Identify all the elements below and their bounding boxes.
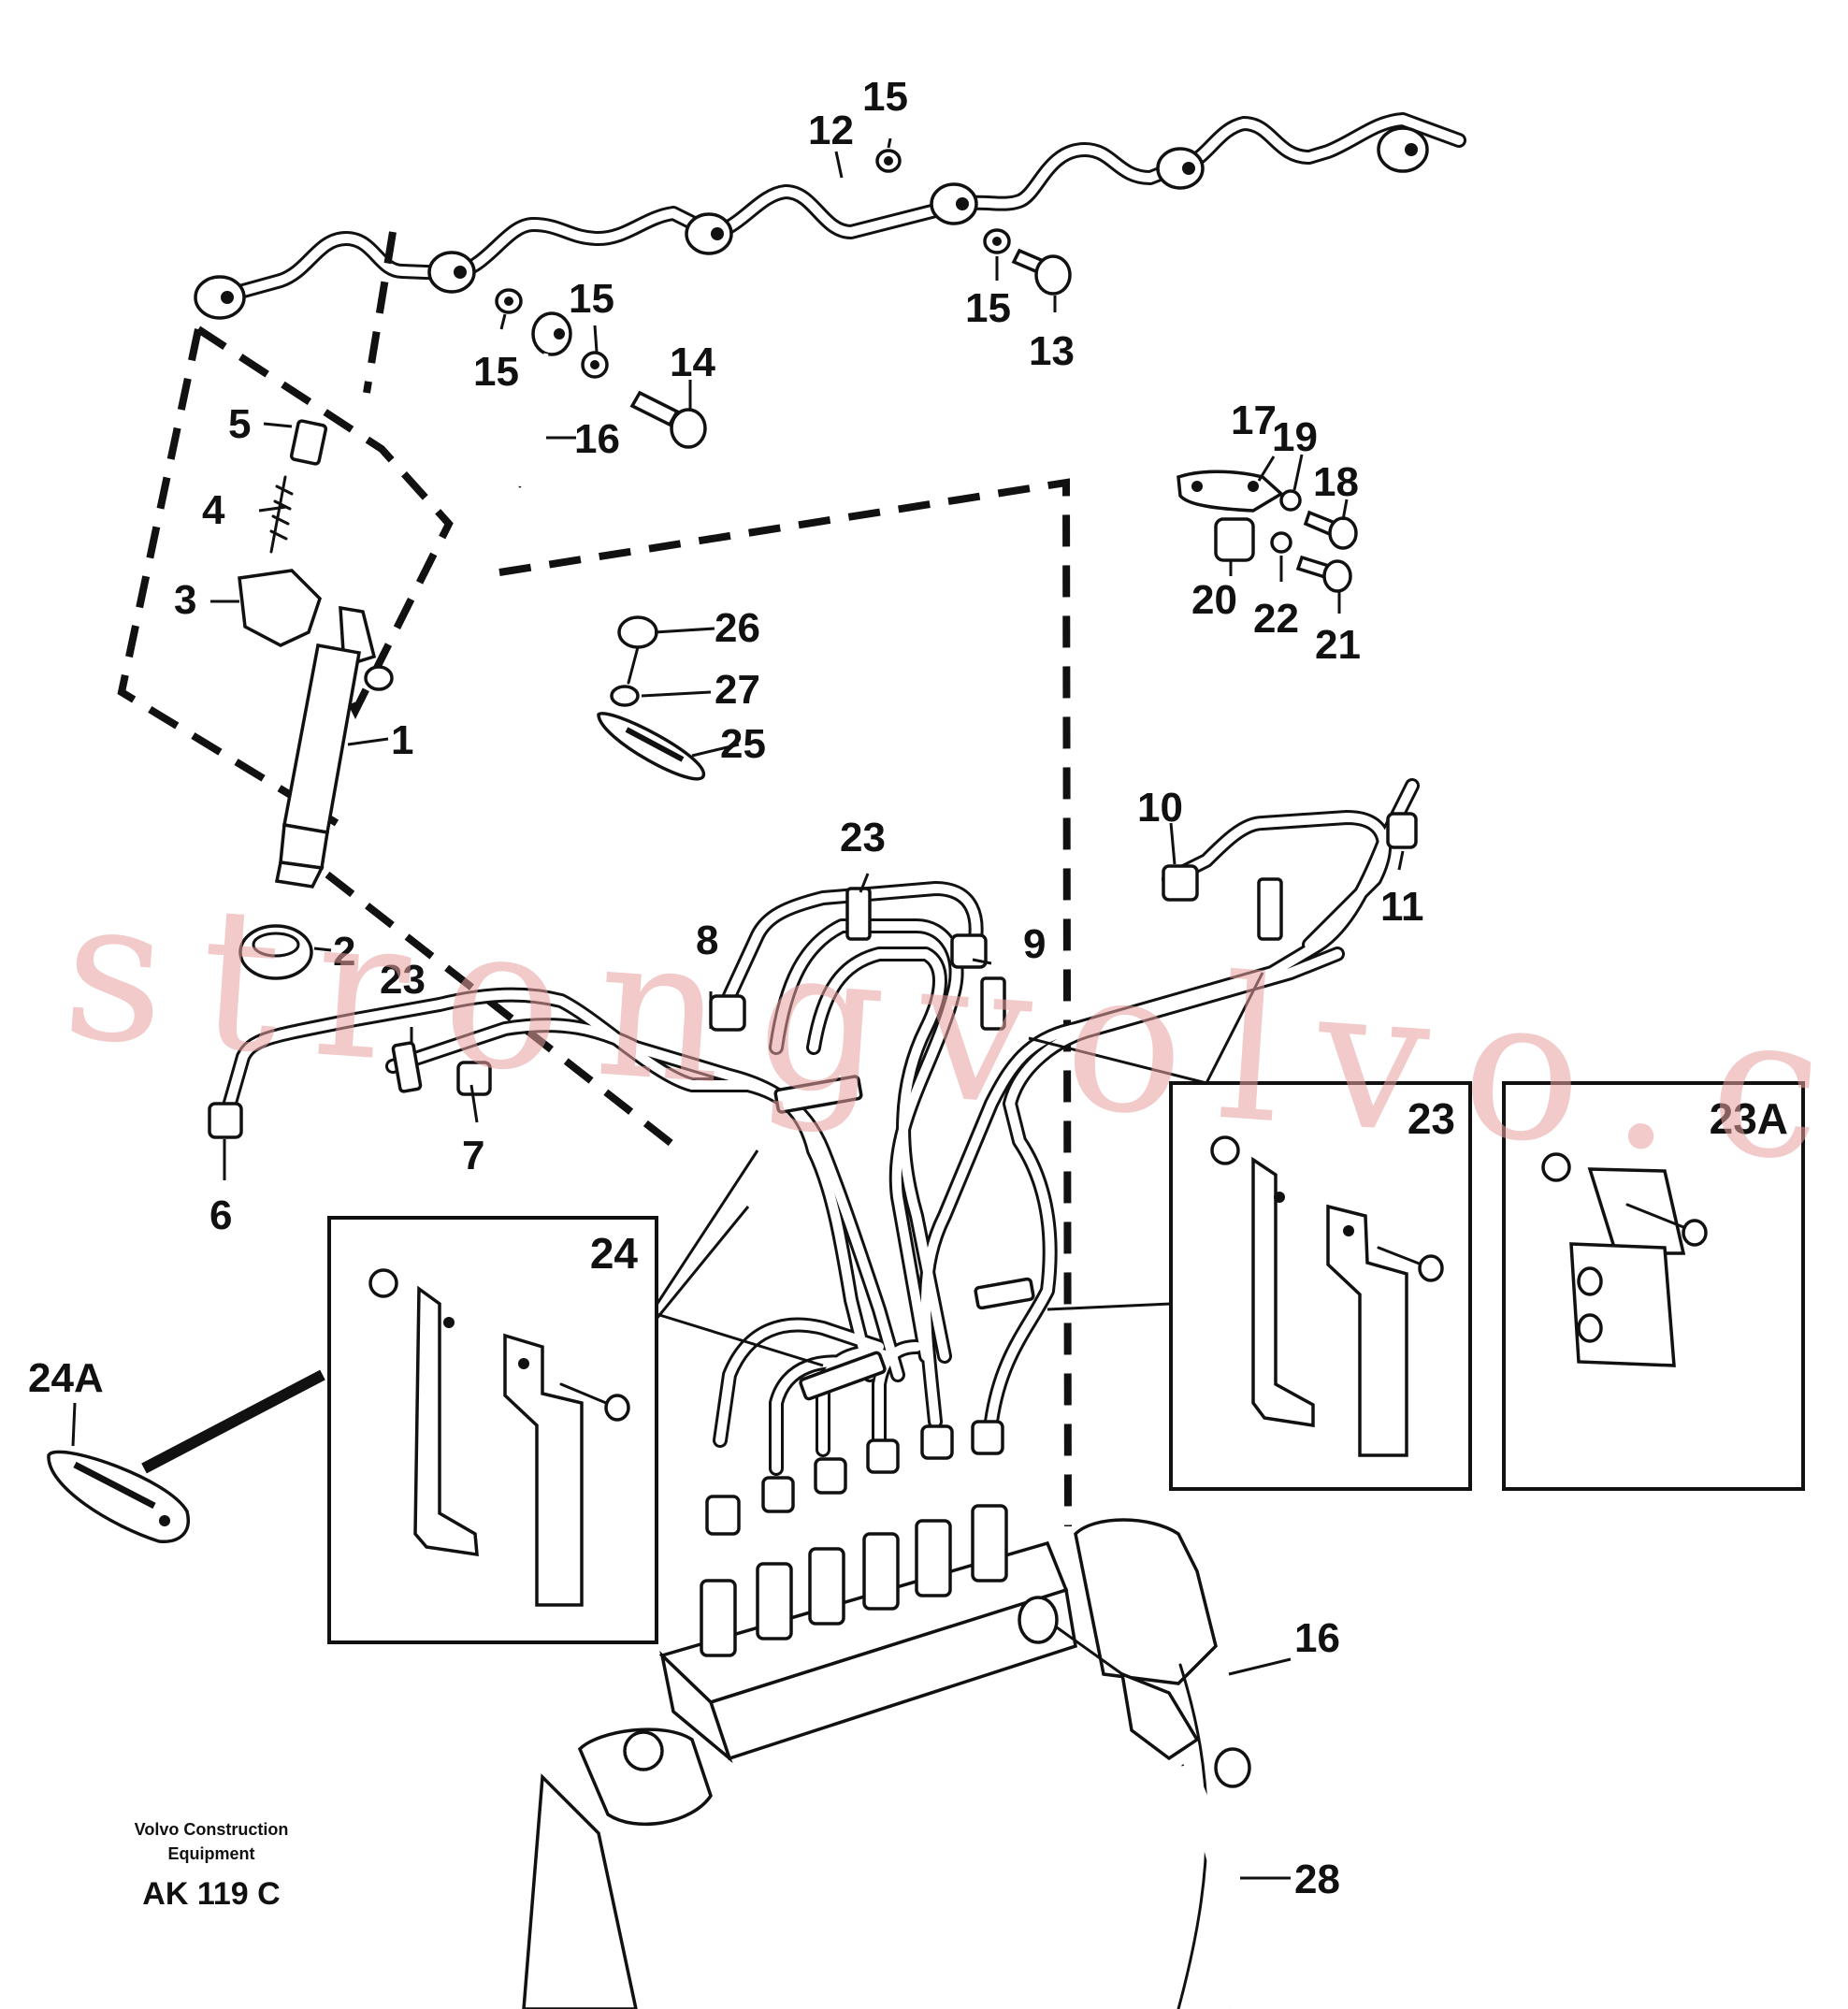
part-label-14: 14 bbox=[670, 340, 715, 385]
part-label-8: 8 bbox=[696, 918, 718, 963]
part-label-15-top: 15 bbox=[862, 74, 908, 120]
overflow-valve bbox=[1055, 1626, 1251, 2009]
pipe-clamp bbox=[974, 1277, 1035, 1310]
delivery-pipes bbox=[208, 778, 1420, 1536]
injection-pump bbox=[522, 1504, 1218, 2009]
pipe-clamp bbox=[773, 1075, 863, 1114]
pipe-nut bbox=[1386, 812, 1418, 849]
return-pipe bbox=[194, 112, 1466, 488]
inset-24-label: 24 bbox=[590, 1229, 639, 1278]
footer: Volvo Construction Equipment AK 119 C bbox=[135, 1820, 289, 1912]
inset-23-label: 23 bbox=[1408, 1094, 1455, 1143]
washer bbox=[875, 149, 902, 173]
part-label-18: 18 bbox=[1313, 459, 1359, 505]
washer bbox=[581, 351, 609, 379]
banjo-fitting bbox=[427, 251, 476, 294]
pipe-nut bbox=[814, 1457, 847, 1495]
banjo-fitting bbox=[1156, 147, 1205, 190]
pipe-nut bbox=[1162, 864, 1199, 902]
part-label-6: 6 bbox=[209, 1192, 232, 1238]
part-label-19: 19 bbox=[1272, 414, 1318, 460]
part-label-3: 3 bbox=[174, 577, 196, 623]
pipe-clamp bbox=[980, 976, 1006, 1031]
pipe-clamp bbox=[845, 887, 872, 941]
part-label-15-mid: 15 bbox=[569, 276, 614, 322]
part-label-20: 20 bbox=[1191, 577, 1237, 623]
leader-lines bbox=[210, 137, 1405, 1880]
part-label-2: 2 bbox=[333, 929, 355, 975]
part-label-12: 12 bbox=[808, 108, 854, 153]
washer bbox=[983, 228, 1011, 254]
banjo-fitting bbox=[685, 212, 733, 255]
inset-24: 24 bbox=[327, 1216, 658, 1644]
inset-23: 23 bbox=[1028, 972, 1472, 1491]
washer bbox=[495, 288, 523, 314]
pipe-clamp bbox=[391, 1041, 423, 1093]
part-label-27: 27 bbox=[715, 667, 760, 713]
part-label-16-bottom: 16 bbox=[1294, 1615, 1340, 1661]
part-label-1: 1 bbox=[391, 717, 413, 763]
part-label-13: 13 bbox=[1029, 328, 1075, 374]
banjo-fitting bbox=[194, 275, 246, 320]
part-label-23-left: 23 bbox=[380, 957, 426, 1003]
part-label-15-right: 15 bbox=[965, 285, 1011, 331]
injector-callout-frame bbox=[117, 231, 1072, 1527]
drawing-code: AK 119 C bbox=[142, 1876, 280, 1912]
part-label-21: 21 bbox=[1315, 622, 1361, 668]
pipe-nut bbox=[208, 1102, 243, 1139]
banjo-fitting bbox=[531, 311, 572, 356]
pipe-nut bbox=[761, 1476, 795, 1513]
part-label-25: 25 bbox=[720, 721, 766, 767]
company-subname: Equipment bbox=[168, 1844, 255, 1863]
pipe-nut bbox=[971, 1420, 1004, 1455]
hollow-screw bbox=[1011, 248, 1072, 296]
inset-24-leader bbox=[141, 1149, 824, 1474]
clamp-plate-24a bbox=[47, 1402, 190, 1543]
pipe-nut bbox=[705, 1495, 741, 1536]
watermark: strongvolvo.com bbox=[57, 854, 1848, 1234]
part-labels: 1 2 3 4 5 6 7 8 9 10 11 12 13 14 15 15 1… bbox=[28, 74, 1424, 1902]
clamp-plate bbox=[597, 615, 705, 781]
company-name: Volvo Construction bbox=[135, 1820, 289, 1839]
part-label-23-center: 23 bbox=[840, 815, 886, 860]
injector bbox=[238, 419, 394, 980]
part-label-24a: 24A bbox=[28, 1355, 104, 1401]
clamp-bracket-assembly bbox=[1177, 470, 1358, 593]
part-label-9: 9 bbox=[1023, 921, 1046, 967]
part-label-22: 22 bbox=[1253, 596, 1299, 642]
pipe-nut bbox=[866, 1438, 900, 1474]
part-label-4: 4 bbox=[202, 487, 225, 533]
part-label-5: 5 bbox=[228, 401, 251, 447]
part-label-17: 17 bbox=[1231, 397, 1277, 443]
pipe-clamp bbox=[1257, 877, 1283, 941]
banjo-fitting bbox=[1377, 126, 1429, 173]
pipe-nut bbox=[920, 1424, 954, 1460]
pipe-clamp bbox=[799, 1351, 887, 1401]
part-label-10: 10 bbox=[1137, 785, 1183, 831]
part-label-16-top: 16 bbox=[574, 416, 620, 462]
part-label-11: 11 bbox=[1380, 884, 1424, 930]
inset-23a: 23A bbox=[1502, 1081, 1805, 1491]
part-label-26: 26 bbox=[715, 605, 760, 651]
part-label-28: 28 bbox=[1294, 1857, 1340, 1902]
banjo-fitting bbox=[930, 182, 978, 225]
hollow-screw bbox=[629, 390, 707, 449]
inset-23a-label: 23A bbox=[1710, 1094, 1788, 1143]
part-label-7: 7 bbox=[462, 1133, 484, 1178]
part-label-15-left: 15 bbox=[473, 349, 519, 395]
